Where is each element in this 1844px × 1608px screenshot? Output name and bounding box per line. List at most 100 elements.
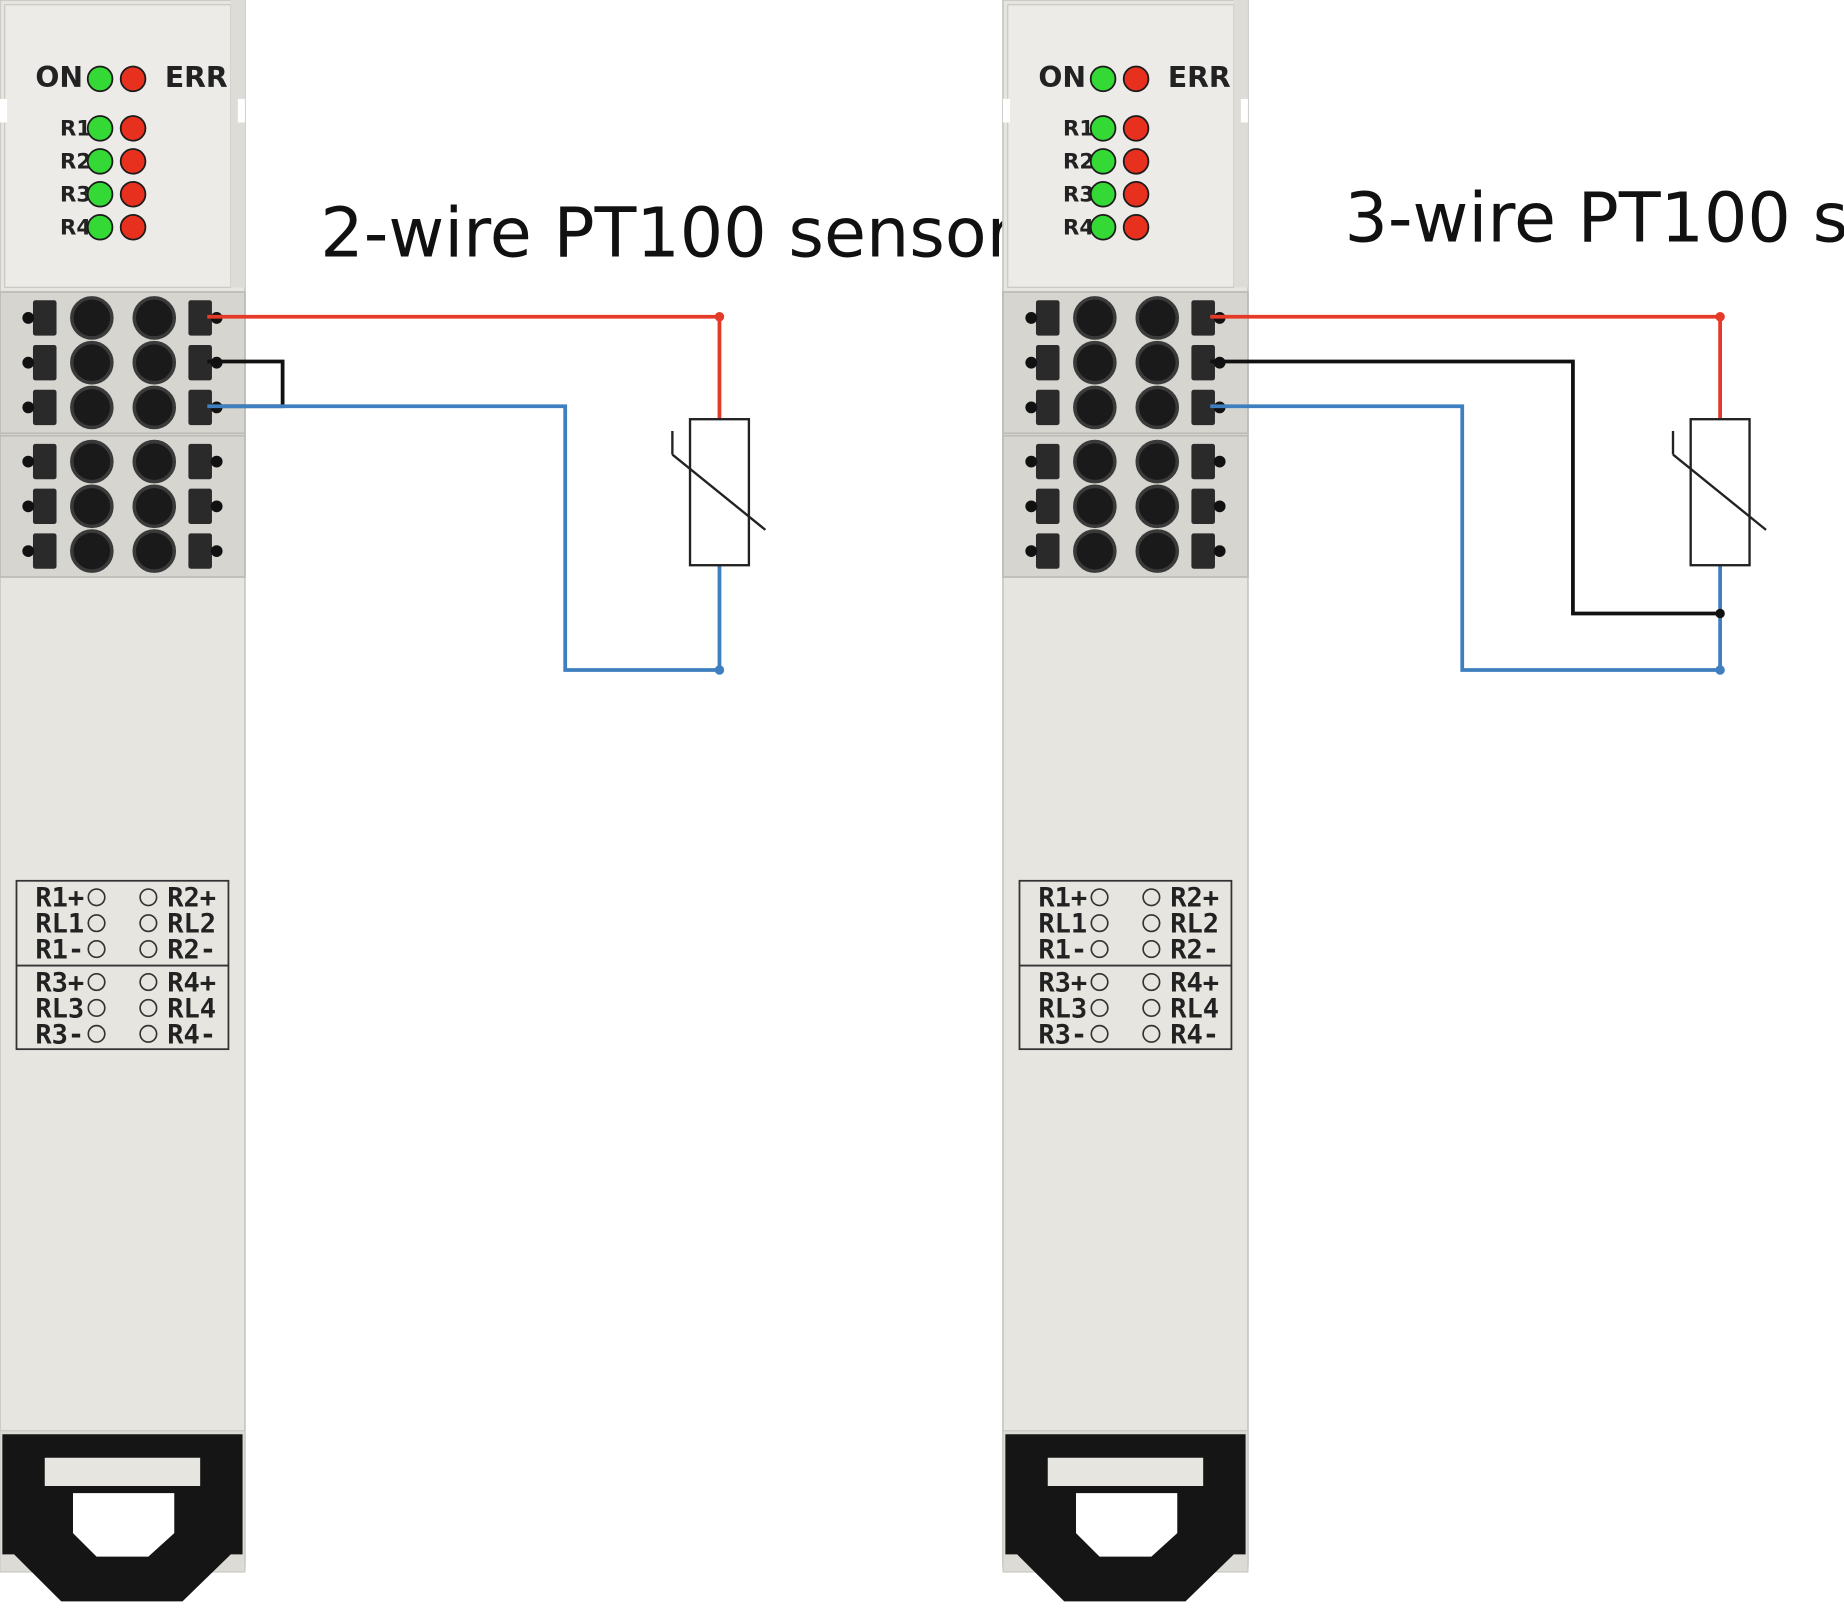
terminal-label-left: R1- (1038, 935, 1087, 966)
terminal-label-left: RL3 (35, 993, 84, 1024)
diagram-title: 2-wire PT100 sensor (320, 195, 1015, 274)
terminal-label-left: RL1 (1038, 909, 1087, 940)
terminal-marker (139, 1024, 158, 1043)
led-label-r3: R3 (1063, 181, 1094, 206)
led-label-r2: R2 (1063, 148, 1094, 173)
latch-bar (1047, 1457, 1204, 1487)
terminal-label-left: RL1 (35, 909, 84, 940)
wire-hole (132, 385, 177, 430)
terminal-label-right: R2+ (167, 883, 216, 914)
terminal-marker (139, 998, 158, 1018)
release-slot (1191, 345, 1215, 381)
terminal-label-left: R3- (35, 1019, 84, 1050)
wire-hole (132, 484, 177, 529)
led-green-r1 (1089, 115, 1117, 142)
led-red-r1 (119, 115, 147, 142)
terminal-marker (87, 940, 106, 959)
terminal-marker (1090, 914, 1109, 933)
terminal-marker (139, 888, 158, 907)
terminal-label-right: RL2 (167, 909, 216, 940)
err-label: ERR (1168, 61, 1231, 94)
slot-dot (1025, 455, 1038, 468)
led-label-r4: R4 (1063, 214, 1094, 239)
terminal-marker (87, 998, 106, 1018)
release-slot (1035, 488, 1060, 524)
led-panel (4, 4, 232, 288)
wire-hole (1073, 340, 1117, 385)
latch-opening (1076, 1493, 1178, 1557)
terminal-label-right: R4- (167, 1019, 216, 1050)
release-slot (1191, 389, 1215, 426)
terminal-marker (1142, 1024, 1161, 1043)
release-slot (1035, 443, 1060, 480)
terminal-marker (1090, 998, 1109, 1018)
led-red-r2 (119, 148, 147, 175)
terminal-marker (139, 940, 158, 959)
housing-notch (1003, 98, 1011, 123)
led-red-r3 (119, 181, 147, 208)
wire-hole (70, 340, 114, 385)
terminal-marker (1090, 1024, 1109, 1043)
release-slot (188, 443, 212, 480)
terminal-label-left: R1+ (35, 883, 84, 914)
led-label-r4: R4 (60, 214, 91, 239)
led-label-r3: R3 (60, 181, 91, 206)
release-slot (32, 300, 57, 336)
release-slot (1035, 389, 1060, 426)
slot-dot (22, 545, 35, 557)
wire-hole (132, 529, 177, 573)
wire-hole (1073, 296, 1117, 340)
on-led (86, 65, 114, 93)
diagram-title: 3-wire PT100 sensor (1344, 179, 1844, 258)
wire-hole (1073, 529, 1117, 573)
slot-dot (1025, 312, 1038, 324)
release-slot (1191, 300, 1215, 336)
slot-dot (22, 455, 35, 468)
err-label: ERR (165, 61, 228, 94)
terminal-label-right: R2- (1170, 935, 1219, 966)
terminal-marker (1090, 888, 1109, 907)
terminal-label-right: RL4 (167, 993, 216, 1024)
junction-dot (1715, 608, 1725, 619)
wire-black (1210, 359, 1721, 616)
led-green-r2 (1089, 148, 1117, 175)
thermistor-arrow (1671, 430, 1767, 531)
terminal-label-left: RL3 (1038, 993, 1087, 1024)
terminal-label-left: R3+ (35, 967, 84, 998)
release-slot (1035, 533, 1060, 569)
release-slot (188, 389, 212, 426)
wire-hole (70, 439, 114, 484)
release-slot (1191, 488, 1215, 524)
led-red-r1 (1122, 115, 1150, 142)
junction-dot (1715, 312, 1725, 322)
terminal-marker (1090, 972, 1109, 992)
terminal-label-right: R2+ (1170, 883, 1219, 914)
release-slot (32, 389, 57, 426)
slot-dot (22, 401, 35, 414)
on-label: ON (1038, 61, 1086, 94)
terminal-marker (139, 972, 158, 992)
slot-dot (210, 500, 223, 513)
led-red-r4 (1122, 214, 1150, 241)
wire-hole (1135, 484, 1180, 529)
terminal-marker (1142, 972, 1161, 992)
led-label-r1: R1 (1063, 115, 1094, 140)
led-red-r4 (119, 214, 147, 241)
terminal-label-left: R1+ (1038, 883, 1087, 914)
slot-dot (1025, 545, 1038, 557)
led-green-r1 (86, 115, 114, 142)
terminal-label-left: R1- (35, 935, 84, 966)
latch-opening (73, 1493, 175, 1557)
terminal-label-right: R4- (1170, 1019, 1219, 1050)
wire-hole (132, 340, 177, 385)
wire-hole (70, 296, 114, 340)
led-green-r3 (86, 181, 114, 208)
wire-red (1210, 314, 1722, 420)
led-red-r3 (1122, 181, 1150, 208)
led-green-r4 (1089, 214, 1117, 241)
release-slot (1191, 533, 1215, 569)
wire-hole (70, 529, 114, 573)
